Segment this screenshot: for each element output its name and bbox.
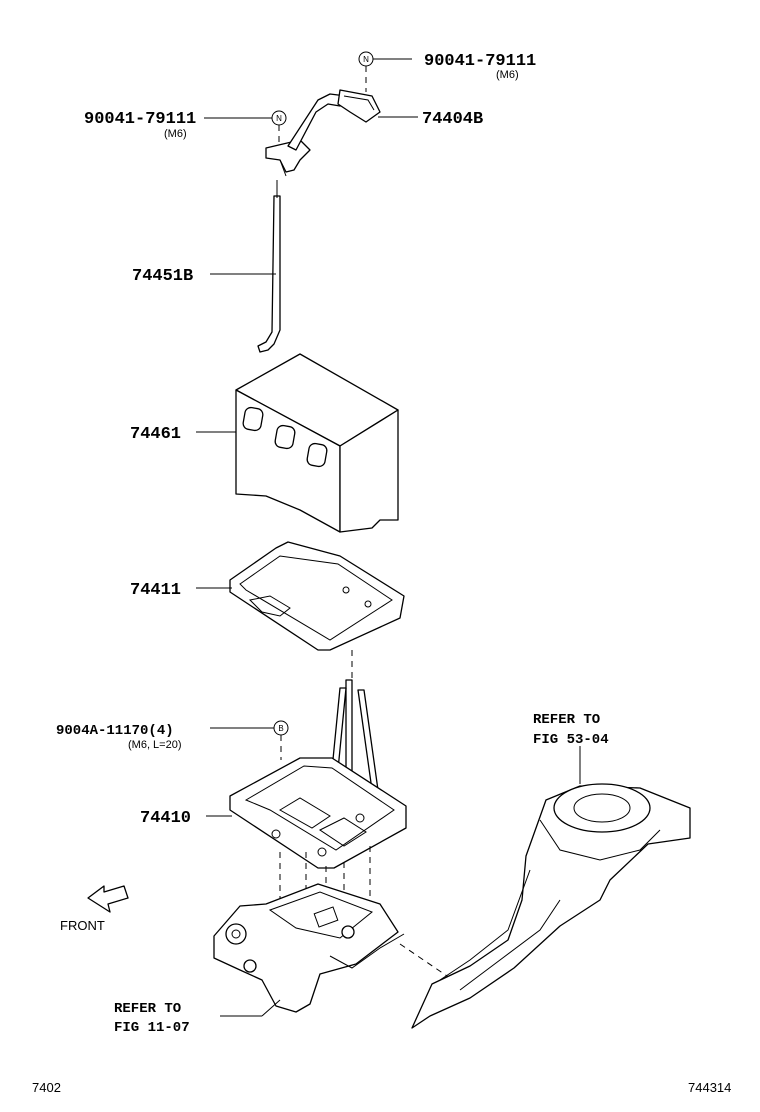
diagram-code-left: 7402 bbox=[32, 1080, 61, 1095]
front-arrow-icon bbox=[87, 885, 129, 913]
carrier-part-number: 74410 bbox=[140, 809, 191, 828]
right-bracket: REFER TO FIG 53-04 bbox=[411, 712, 691, 1029]
nut-left-symbol-letter: N bbox=[276, 114, 282, 123]
nut-left-spec: (M6) bbox=[164, 128, 187, 140]
lower-left-bracket: REFER TO FIG 11-07 bbox=[114, 883, 405, 1036]
nut-top-callout: N 90041-79111 (M6) bbox=[358, 51, 536, 92]
bolt-part-number: 9004A-11170(4) bbox=[56, 723, 174, 739]
bolt-spec: (M6, L=20) bbox=[128, 739, 182, 751]
battery-tray: 74411 bbox=[130, 541, 405, 651]
refer-right-line1: REFER TO bbox=[533, 712, 600, 728]
bolt-callout: B 9004A-11170(4) (M6, L=20) bbox=[56, 720, 289, 760]
refer-left-line1: REFER TO bbox=[114, 1001, 181, 1017]
box-part-number: 74461 bbox=[130, 425, 181, 444]
front-indicator: FRONT bbox=[60, 885, 129, 933]
battery-box: 74461 bbox=[130, 353, 399, 533]
nut-top-spec: (M6) bbox=[496, 69, 519, 81]
bolt-symbol-letter: B bbox=[278, 724, 283, 733]
clamp-part-number: 74404B bbox=[422, 110, 483, 129]
diagram-code-right: 744314 bbox=[688, 1080, 731, 1095]
nut-top-part-number: 90041-79111 bbox=[424, 52, 536, 71]
nut-left-callout: N 90041-79111 (M6) bbox=[84, 110, 287, 146]
nut-top-symbol-letter: N bbox=[363, 55, 369, 64]
refer-left-line2: FIG 11-07 bbox=[114, 1020, 190, 1036]
battery-carrier: 74410 bbox=[140, 650, 407, 869]
battery-clamp: 74404B bbox=[265, 89, 483, 177]
rod-part-number: 74451B bbox=[132, 267, 193, 286]
front-label: FRONT bbox=[60, 918, 105, 933]
tray-part-number: 74411 bbox=[130, 581, 181, 600]
refer-right-line2: FIG 53-04 bbox=[533, 732, 609, 748]
nut-left-part-number: 90041-79111 bbox=[84, 110, 196, 129]
hold-down-rod: 74451B bbox=[132, 180, 281, 353]
